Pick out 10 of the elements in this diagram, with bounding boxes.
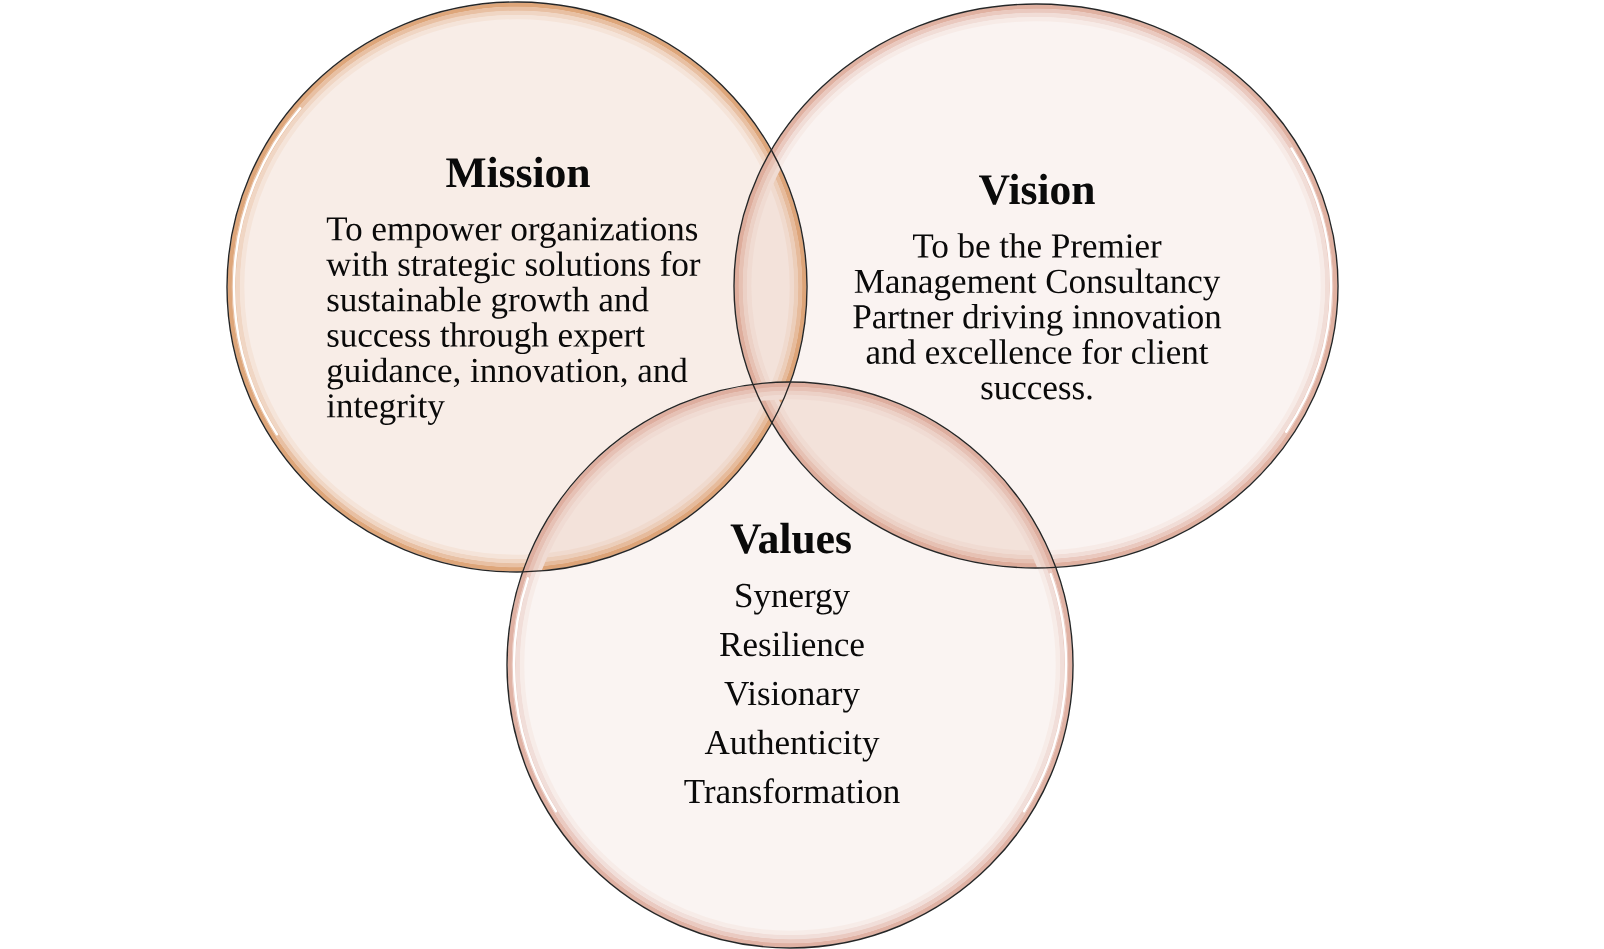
- circle-text: To empower organizations with strategic solutions for sustainable growth and success through expert guidance, innovation, and integrity: [326, 217, 701, 425]
- list-item: Synergy: [736, 583, 850, 615]
- list-item: Transformation: [684, 778, 900, 804]
- circle-text: To be the Premier Management Consultancy Partner driving innovation and excellence for client success.: [853, 233, 1222, 400]
- list-item: Authenticity: [704, 729, 880, 762]
- list-item: Resilience: [720, 631, 864, 657]
- circle-heading: Mission: [446, 156, 590, 188]
- circle-heading: Values: [730, 522, 851, 554]
- list-item: Visionary: [724, 681, 860, 713]
- circle-heading: Vision: [979, 173, 1095, 205]
